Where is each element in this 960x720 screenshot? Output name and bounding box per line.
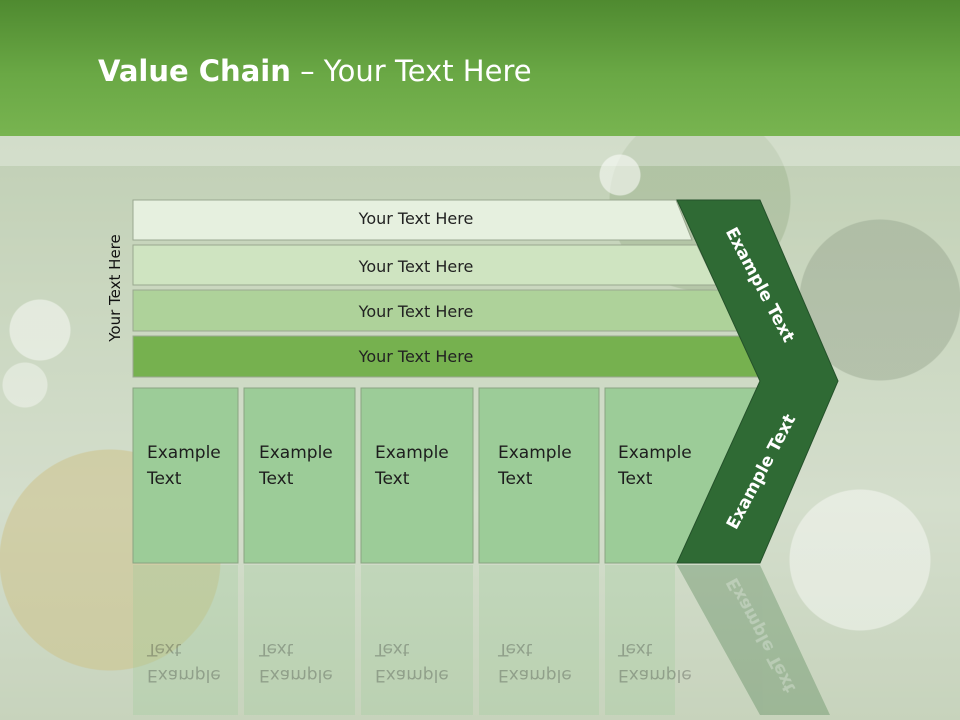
cell-2-reflection: Example Text — [259, 636, 333, 688]
cell-2 — [243, 387, 356, 564]
cell-4-line1: Example — [498, 443, 572, 463]
bar-1 — [132, 199, 693, 241]
title-rest: – Your Text Here — [290, 54, 532, 88]
cell-3-line1: Example — [375, 443, 449, 463]
cell-1-reflection-line1: Example — [147, 665, 221, 685]
cell-4 — [478, 387, 600, 564]
diagram-reflection — [133, 565, 830, 715]
cell-1 — [132, 387, 239, 564]
bar-4-label: Your Text Here — [358, 347, 474, 366]
chevron-arrow — [676, 199, 839, 564]
cell-3-reflection: Example Text — [375, 636, 449, 688]
cell-5-reflection-line1: Example — [618, 665, 692, 685]
cell-1-line1: Example — [147, 443, 221, 463]
cell-3-reflection-line2: Text — [375, 639, 410, 659]
cell-2-reflection-line2: Text — [259, 639, 294, 659]
title-bar — [0, 0, 960, 136]
bar-2-label: Your Text Here — [358, 257, 474, 276]
cell-2-line1: Example — [259, 443, 333, 463]
bar-3-label: Your Text Here — [358, 302, 474, 321]
cell-3-reflection-line1: Example — [375, 665, 449, 685]
bar-1-label: Your Text Here — [358, 209, 474, 228]
cell-1-line2: Text — [147, 469, 182, 489]
slide-title: Value Chain – Your Text Here — [98, 54, 532, 88]
cell-5-reflection: Example Text — [618, 636, 692, 688]
cell-3-line2: Text — [375, 469, 410, 489]
cell-4-reflection: Example Text — [498, 636, 572, 688]
cell-4-reflection-line1: Example — [498, 665, 572, 685]
cell-2-reflection-line1: Example — [259, 665, 333, 685]
cell-4-line2: Text — [498, 469, 533, 489]
cell-1-reflection: Example Text — [147, 636, 221, 688]
cell-5-line1: Example — [618, 443, 692, 463]
cell-2-line2: Text — [259, 469, 294, 489]
cell-5-line2: Text — [618, 469, 653, 489]
cell-1-reflection-line2: Text — [147, 639, 182, 659]
cell-3 — [360, 387, 474, 564]
title-bar-band — [0, 136, 960, 166]
cell-5-reflection-line2: Text — [618, 639, 653, 659]
cell-4-reflection-line2: Text — [498, 639, 533, 659]
title-bold: Value Chain — [98, 54, 291, 88]
